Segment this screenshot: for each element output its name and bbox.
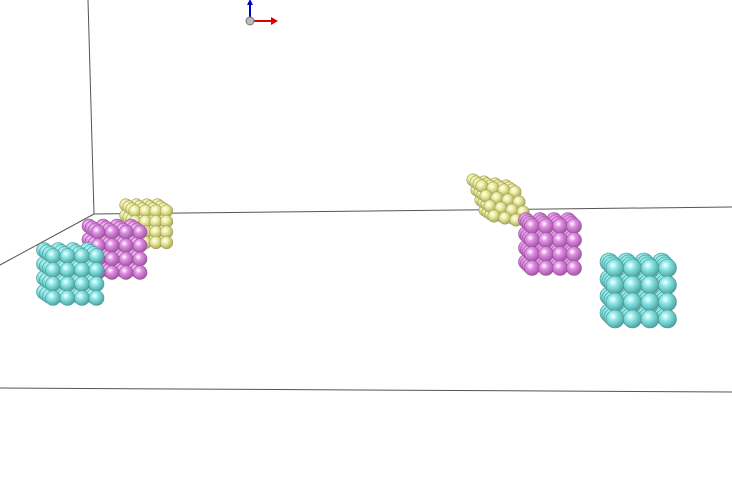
atom [552, 246, 568, 262]
atom [132, 238, 148, 253]
box-edge [87, 0, 95, 215]
atom [640, 309, 660, 329]
atom [640, 292, 660, 312]
atom [605, 275, 625, 295]
atom [566, 260, 582, 276]
atom [45, 290, 61, 306]
atom [566, 232, 582, 248]
atom [623, 258, 642, 278]
atom [90, 224, 106, 240]
atom [74, 262, 90, 278]
atom [132, 251, 148, 267]
atom-clusters [36, 173, 677, 329]
atom [59, 290, 76, 306]
atom [118, 251, 134, 267]
atom [74, 248, 90, 264]
atom [118, 238, 134, 253]
atom [88, 262, 105, 278]
atom [104, 265, 120, 280]
atom [623, 309, 642, 329]
atom [524, 260, 540, 276]
atom [487, 209, 501, 223]
atom [524, 246, 540, 262]
atom [538, 260, 554, 276]
atom [623, 275, 642, 295]
atom [658, 275, 677, 295]
atom [552, 260, 568, 276]
atom [118, 265, 134, 280]
x-axis-arrowhead [271, 17, 278, 25]
box-edge [93, 206, 732, 215]
atom [524, 218, 540, 234]
atom [74, 290, 90, 306]
atom [59, 276, 76, 292]
atom [59, 262, 76, 278]
box-edge [0, 213, 95, 266]
cluster-pink-right [518, 212, 582, 276]
atom [538, 232, 554, 248]
atom [640, 275, 660, 295]
atom [658, 309, 677, 329]
atom [538, 218, 554, 234]
atom [104, 238, 120, 253]
atom [45, 262, 61, 278]
cluster-cyan-left [36, 242, 105, 306]
atom [566, 246, 582, 262]
axis-origin-sphere [245, 16, 255, 26]
atom [640, 258, 660, 278]
atom [623, 292, 642, 312]
atom [45, 276, 61, 292]
atom [88, 276, 105, 292]
atom [45, 248, 61, 264]
atom [88, 248, 105, 264]
atom [59, 248, 76, 264]
simulation-box [0, 0, 732, 393]
atom [104, 224, 120, 240]
cluster-cyan-right [599, 252, 677, 329]
orientation-axes-icon[interactable] [245, 0, 278, 26]
atom [524, 232, 540, 248]
atom [566, 218, 582, 234]
atom [74, 276, 90, 292]
atom [658, 292, 677, 312]
atom [498, 211, 512, 225]
atom [538, 246, 554, 262]
atom [552, 232, 568, 248]
atom [605, 292, 625, 312]
atom [104, 251, 120, 267]
atom [118, 224, 134, 240]
box-edge [0, 387, 732, 393]
atom [132, 224, 148, 240]
y-axis-arrowhead [247, 0, 253, 5]
atom [605, 258, 625, 278]
atom [88, 290, 105, 306]
atom [605, 309, 625, 329]
atom [658, 258, 677, 278]
atom [552, 218, 568, 234]
atom [159, 235, 174, 250]
atom [132, 265, 148, 280]
